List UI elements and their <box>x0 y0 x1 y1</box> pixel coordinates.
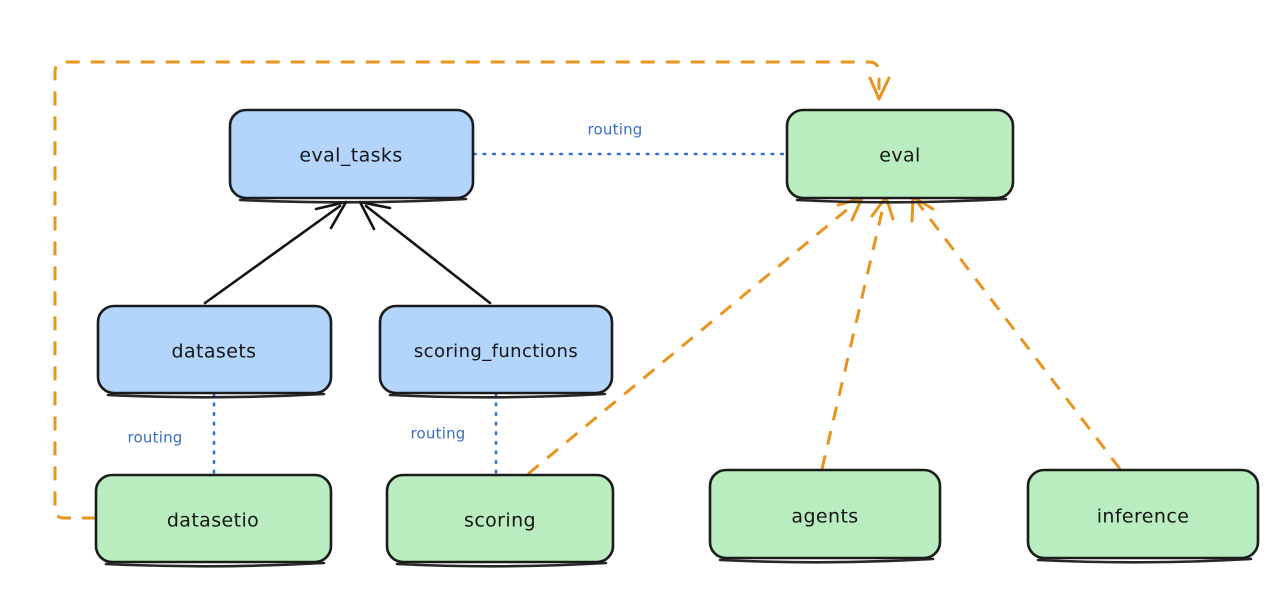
edge-datasetio-eval <box>53 60 891 520</box>
node-agents-shadow <box>718 557 935 564</box>
edge-datasetio-eval-path <box>53 60 881 520</box>
node-eval-label: eval <box>879 145 920 167</box>
edge-datasets-eval-tasks-arrowhead <box>314 200 348 230</box>
node-inference-label: inference <box>1097 506 1190 528</box>
edge-label-routing-left: routing <box>128 429 183 447</box>
edge-agents-eval <box>820 195 895 470</box>
node-agents-label: agents <box>791 506 858 528</box>
node-eval-tasks-shadow <box>238 197 468 204</box>
edge-datasets-datasetio-routing: routing <box>128 392 216 476</box>
node-scoring-functions-label: scoring_functions <box>414 341 578 362</box>
node-eval-shadow <box>795 197 1008 204</box>
node-inference[interactable]: inference <box>1026 468 1260 564</box>
edge-datasetio-eval-arrowhead <box>868 76 891 101</box>
node-datasetio[interactable]: datasetio <box>94 473 333 568</box>
node-scoring-functions[interactable]: scoring_functions <box>378 304 614 399</box>
edge-scoring-functions-eval-tasks-arrowhead <box>358 200 392 231</box>
node-eval-box[interactable] <box>785 108 1015 200</box>
edge-datasets-eval-tasks <box>203 200 348 305</box>
node-scoring-functions-box[interactable] <box>378 304 614 395</box>
edge-label-routing-top: routing <box>588 121 643 139</box>
node-datasets-label: datasets <box>172 341 257 363</box>
node-datasets-shadow <box>106 392 326 399</box>
node-datasets[interactable]: datasets <box>96 304 333 399</box>
edge-label-routing-mid: routing <box>411 425 466 443</box>
node-eval[interactable]: eval <box>785 108 1015 204</box>
node-datasetio-shadow <box>104 561 326 568</box>
node-scoring-label: scoring <box>464 510 536 532</box>
edge-inference-eval-path <box>916 202 1122 470</box>
edge-scoring-functions-eval-tasks-path <box>364 204 492 305</box>
edge-scoring-eval-path <box>527 201 856 476</box>
node-datasetio-box[interactable] <box>94 473 333 564</box>
node-eval-tasks-label: eval_tasks <box>299 145 402 167</box>
node-datasets-box[interactable] <box>96 304 333 395</box>
node-datasetio-label: datasetio <box>167 510 259 532</box>
node-eval-tasks-box[interactable] <box>228 108 475 200</box>
edge-scoring-functions-scoring-routing: routing <box>411 392 498 476</box>
edge-scoring-functions-eval-tasks <box>358 200 492 305</box>
edge-inference-eval <box>910 195 1122 470</box>
node-inference-shadow <box>1036 557 1253 564</box>
node-scoring[interactable]: scoring <box>385 473 615 568</box>
edge-eval-tasks-eval-routing: routing <box>472 121 788 156</box>
node-agents-box[interactable] <box>708 468 942 560</box>
node-scoring-functions-shadow <box>388 392 607 399</box>
edge-agents-eval-path <box>820 202 886 470</box>
edge-datasets-eval-tasks-path <box>203 204 342 305</box>
node-eval-tasks[interactable]: eval_tasks <box>228 108 475 204</box>
node-scoring-box[interactable] <box>385 473 615 564</box>
node-scoring-shadow <box>395 561 608 568</box>
node-agents[interactable]: agents <box>708 468 942 564</box>
node-inference-box[interactable] <box>1026 468 1260 560</box>
